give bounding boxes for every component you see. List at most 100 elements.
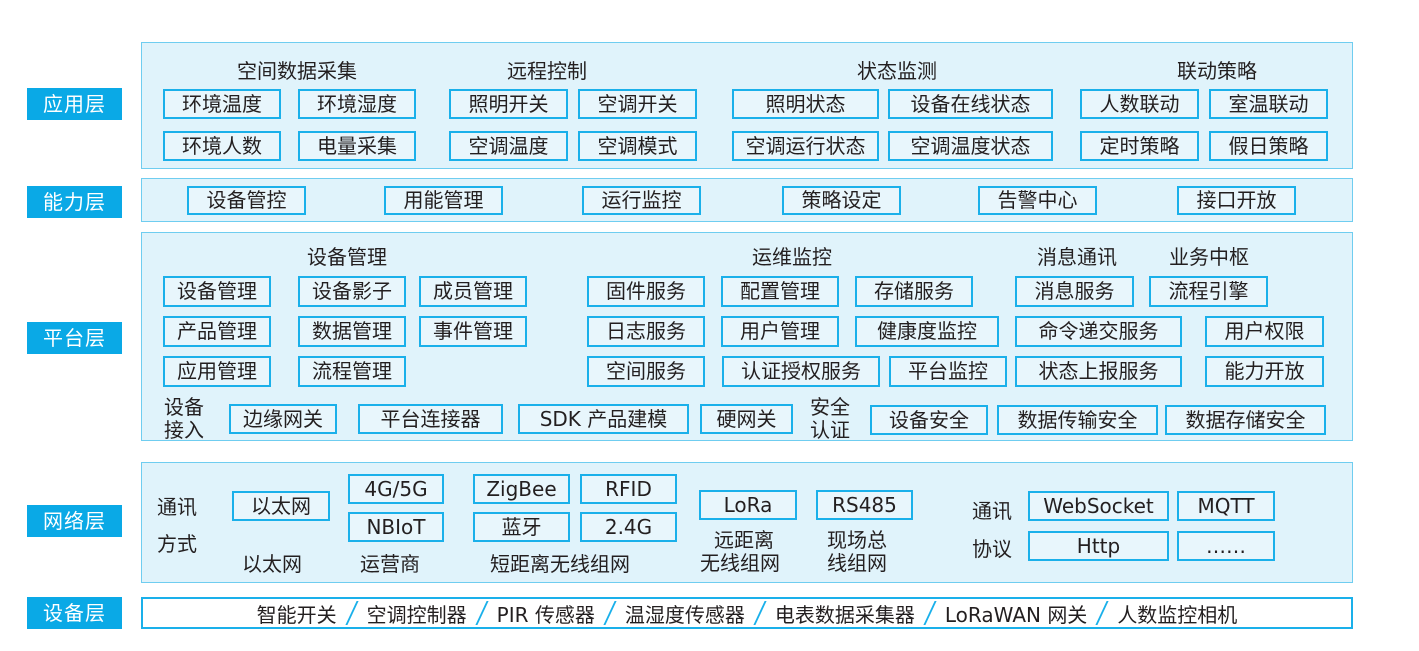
caption-long-range-line2: 无线组网	[700, 551, 780, 575]
access-item[interactable]: SDK 产品建模	[518, 404, 689, 434]
protocol-more[interactable]: ……	[1177, 531, 1275, 561]
platform-item[interactable]: 流程管理	[298, 356, 406, 387]
network-layer-panel: 通讯 方式 以太网 以太网 4G/5G NBIoT 运营商 ZigBee RFI…	[141, 462, 1353, 583]
comm-method-label-line2: 方式	[157, 532, 197, 556]
network-item-bluetooth[interactable]: 蓝牙	[473, 512, 570, 542]
slash-separator-icon	[603, 601, 617, 625]
device-item[interactable]: 电表数据采集器	[774, 602, 915, 627]
slash-separator-icon	[345, 601, 359, 625]
device-item[interactable]: 智能开关	[256, 602, 337, 627]
app-item[interactable]: 空调温度	[449, 131, 568, 161]
device-list: 智能开关 空调控制器 PIR 传感器 温湿度传感器 电表数据采集器 LoRaWA…	[143, 599, 1351, 627]
layer-label-platform: 平台层	[27, 322, 122, 354]
slash-separator-icon	[753, 601, 767, 625]
group-title-messaging: 消息通讯	[1037, 245, 1117, 269]
platform-item[interactable]: 用户管理	[721, 316, 839, 347]
caption-short-range: 短距离无线组网	[490, 552, 630, 576]
layer-label-application: 应用层	[27, 88, 122, 120]
platform-item[interactable]: 配置管理	[721, 276, 839, 307]
security-item[interactable]: 设备安全	[870, 405, 988, 435]
security-label-line1: 安全	[810, 395, 850, 419]
ability-item[interactable]: 策略设定	[782, 186, 901, 215]
app-item[interactable]: 环境温度	[163, 89, 281, 119]
platform-item[interactable]: 日志服务	[587, 316, 705, 347]
platform-item[interactable]: 数据管理	[298, 316, 406, 347]
device-item[interactable]: 温湿度传感器	[624, 602, 745, 627]
security-label-line2: 认证	[810, 418, 850, 442]
app-item[interactable]: 空调模式	[578, 131, 697, 161]
platform-item[interactable]: 状态上报服务	[1015, 356, 1182, 387]
device-access-label-line1: 设备	[164, 395, 204, 419]
group-title-spatial-data: 空间数据采集	[237, 59, 357, 83]
caption-long-range-line1: 远距离	[714, 528, 774, 552]
device-layer-panel: 智能开关 空调控制器 PIR 传感器 温湿度传感器 电表数据采集器 LoRaWA…	[141, 597, 1353, 629]
security-item[interactable]: 数据存储安全	[1165, 405, 1326, 435]
platform-item[interactable]: 存储服务	[855, 276, 973, 307]
protocol-websocket[interactable]: WebSocket	[1028, 491, 1169, 521]
platform-item[interactable]: 用户权限	[1205, 316, 1324, 347]
caption-carrier: 运营商	[360, 552, 420, 576]
app-item[interactable]: 电量采集	[298, 131, 416, 161]
group-title-status-monitoring: 状态监测	[857, 59, 937, 83]
app-item[interactable]: 照明状态	[732, 89, 879, 119]
platform-item[interactable]: 产品管理	[163, 316, 271, 347]
layer-label-device: 设备层	[27, 597, 122, 629]
slash-separator-icon	[923, 601, 937, 625]
device-item[interactable]: 空调控制器	[366, 602, 467, 627]
platform-item[interactable]: 事件管理	[419, 316, 527, 347]
app-item[interactable]: 空调开关	[578, 89, 697, 119]
protocol-label-line1: 通讯	[972, 499, 1012, 523]
app-item[interactable]: 设备在线状态	[888, 89, 1053, 119]
platform-item[interactable]: 认证授权服务	[722, 356, 880, 387]
network-item-4g5g[interactable]: 4G/5G	[348, 474, 444, 504]
ability-item[interactable]: 设备管控	[187, 186, 306, 215]
network-item-lora[interactable]: LoRa	[699, 490, 797, 520]
app-item[interactable]: 环境湿度	[298, 89, 416, 119]
security-item[interactable]: 数据传输安全	[997, 405, 1158, 435]
network-item-nbiot[interactable]: NBIoT	[348, 512, 444, 542]
platform-item[interactable]: 消息服务	[1015, 276, 1134, 307]
access-item[interactable]: 平台连接器	[358, 404, 503, 434]
device-item[interactable]: 人数监控相机	[1117, 602, 1238, 627]
network-item-2-4g[interactable]: 2.4G	[580, 512, 677, 542]
app-item[interactable]: 空调温度状态	[888, 131, 1053, 161]
platform-item[interactable]: 流程引擎	[1149, 276, 1268, 307]
app-item[interactable]: 照明开关	[449, 89, 568, 119]
platform-item[interactable]: 命令递交服务	[1015, 316, 1182, 347]
platform-item[interactable]: 固件服务	[587, 276, 705, 307]
access-item[interactable]: 边缘网关	[229, 404, 337, 434]
ability-item[interactable]: 告警中心	[978, 186, 1097, 215]
platform-item[interactable]: 能力开放	[1205, 356, 1324, 387]
ability-item[interactable]: 运行监控	[582, 186, 701, 215]
app-item[interactable]: 假日策略	[1209, 131, 1328, 161]
app-item[interactable]: 人数联动	[1080, 89, 1199, 119]
protocol-mqtt[interactable]: MQTT	[1177, 491, 1275, 521]
platform-item[interactable]: 健康度监控	[855, 316, 999, 347]
ability-item[interactable]: 用能管理	[384, 186, 503, 215]
network-item-rfid[interactable]: RFID	[580, 474, 677, 504]
app-item[interactable]: 室温联动	[1209, 89, 1328, 119]
platform-item[interactable]: 空间服务	[587, 356, 705, 387]
protocol-http[interactable]: Http	[1028, 531, 1169, 561]
device-item[interactable]: LoRaWAN 网关	[944, 602, 1088, 627]
protocol-label-line2: 协议	[972, 537, 1012, 561]
device-item[interactable]: PIR 传感器	[496, 602, 595, 627]
app-item[interactable]: 定时策略	[1080, 131, 1199, 161]
app-item[interactable]: 空调运行状态	[732, 131, 879, 161]
platform-item[interactable]: 设备管理	[163, 276, 271, 307]
network-item-rs485[interactable]: RS485	[816, 490, 913, 520]
group-title-ops-monitoring: 运维监控	[752, 245, 832, 269]
platform-item[interactable]: 成员管理	[419, 276, 527, 307]
platform-item[interactable]: 应用管理	[163, 356, 271, 387]
caption-fieldbus-line1: 现场总	[827, 528, 887, 552]
platform-layer-panel: 设备管理 设备管理 设备影子 成员管理 产品管理 数据管理 事件管理 应用管理 …	[141, 232, 1353, 441]
access-item[interactable]: 硬网关	[700, 404, 793, 434]
ability-item[interactable]: 接口开放	[1177, 186, 1296, 215]
app-item[interactable]: 环境人数	[163, 131, 281, 161]
ability-layer-panel: 设备管控 用能管理 运行监控 策略设定 告警中心 接口开放	[141, 178, 1353, 222]
network-item-ethernet[interactable]: 以太网	[232, 491, 330, 521]
slash-separator-icon	[1095, 601, 1109, 625]
platform-item[interactable]: 设备影子	[298, 276, 406, 307]
network-item-zigbee[interactable]: ZigBee	[473, 474, 570, 504]
platform-item[interactable]: 平台监控	[889, 356, 1007, 387]
